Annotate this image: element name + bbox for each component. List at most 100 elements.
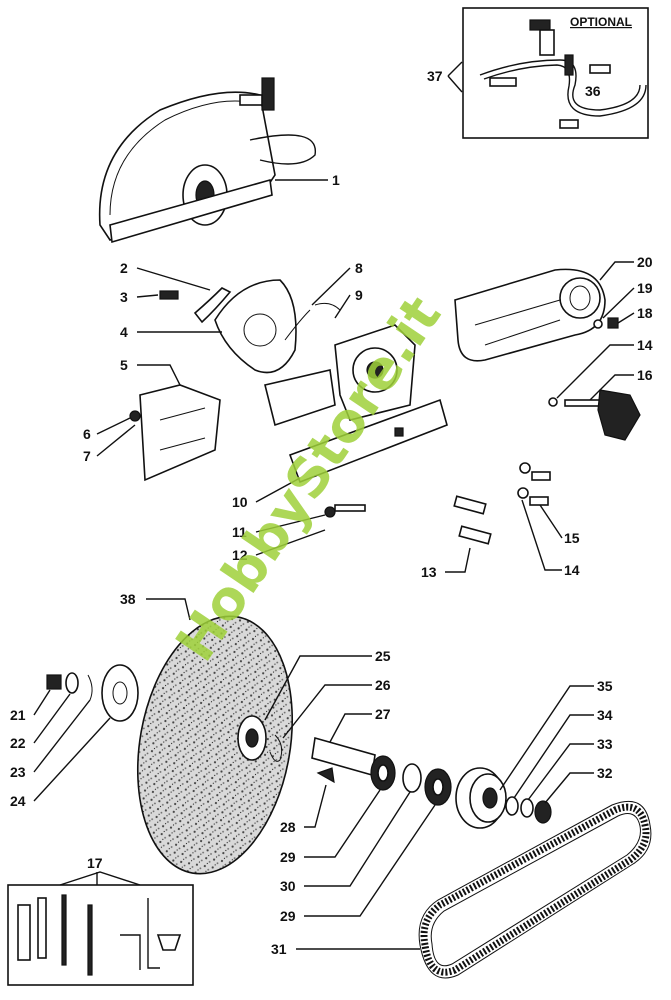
leader-24 [33, 717, 111, 802]
drive-belt [418, 800, 652, 979]
tee-connector [564, 54, 574, 76]
flange-plate [214, 279, 297, 374]
label-10: 10 [232, 494, 248, 510]
label-16: 16 [637, 367, 653, 383]
spacers-13 [453, 495, 492, 545]
label-37: 37 [427, 68, 443, 84]
label-6: 6 [83, 426, 91, 442]
leader-37a [447, 61, 463, 77]
tension-knob [548, 389, 641, 441]
washer-19 [593, 319, 603, 329]
leader-2 [136, 267, 211, 291]
label-22: 22 [10, 735, 26, 751]
label-9: 9 [355, 287, 363, 303]
watermark: HobbyStore.it [164, 285, 454, 672]
pulley-assembly [455, 767, 552, 829]
allen-key-2 [147, 898, 160, 969]
optional-box: OPTIONAL [462, 7, 649, 139]
leader-7 [96, 424, 136, 457]
label-25: 25 [375, 648, 391, 664]
leader-13 [445, 547, 471, 573]
valve-body [539, 29, 555, 56]
label-20: 20 [637, 254, 653, 270]
label-36: 36 [585, 83, 601, 99]
clamp-bracket [193, 287, 232, 324]
leader-8 [311, 267, 351, 306]
leader-26 [282, 684, 372, 739]
leader-17-bracket [59, 871, 141, 886]
leader-11 [255, 514, 326, 533]
label-14b: 14 [564, 562, 580, 578]
label-5: 5 [120, 357, 128, 373]
label-2: 2 [120, 260, 128, 276]
tool-kit-box [7, 884, 194, 986]
spanner [37, 897, 47, 959]
label-13: 13 [421, 564, 437, 580]
leader-23 [33, 699, 91, 773]
label-14a: 14 [637, 337, 653, 353]
label-15: 15 [564, 530, 580, 546]
label-28: 28 [280, 819, 296, 835]
leader-19 [602, 287, 635, 319]
bolt-12 [334, 504, 366, 512]
label-21: 21 [10, 707, 26, 723]
leader-18 [617, 312, 635, 324]
leader-10 [255, 477, 301, 503]
screw-18 [607, 317, 619, 329]
label-11: 11 [232, 524, 247, 540]
label-31: 31 [271, 941, 287, 957]
label-18: 18 [637, 305, 653, 321]
leader-3 [136, 294, 159, 298]
leader-29a [304, 789, 381, 858]
optional-label: OPTIONAL [570, 15, 632, 29]
tension-arm [288, 398, 448, 484]
leader-14a [556, 344, 634, 399]
blade-guard [98, 77, 316, 244]
label-4: 4 [120, 324, 128, 340]
water-hose [479, 59, 641, 111]
label-26: 26 [375, 677, 391, 693]
leader-16 [589, 374, 634, 401]
hose-connector [589, 64, 611, 74]
label-33: 33 [597, 736, 613, 752]
leader-30 [304, 791, 411, 887]
hose-end-fitting [489, 77, 517, 87]
leader-15 [539, 504, 563, 539]
guard-support [129, 384, 221, 482]
label-38: 38 [120, 591, 136, 607]
label-35: 35 [597, 678, 613, 694]
guard-clamp-parts [159, 279, 297, 374]
water-hose-outline [483, 64, 647, 117]
leader-25 [264, 655, 372, 721]
spindle-assembly [269, 734, 452, 806]
label-29a: 29 [280, 849, 296, 865]
label-23: 23 [10, 764, 26, 780]
label-1: 1 [332, 172, 340, 188]
label-32: 32 [597, 765, 613, 781]
leader-29b [304, 804, 436, 917]
leader-14b [521, 499, 562, 571]
label-34: 34 [597, 707, 613, 723]
cutting-disc [136, 615, 294, 875]
leader-28 [304, 784, 327, 828]
leader-9 [334, 294, 351, 319]
arbor-bolt-flange [46, 664, 139, 722]
leader-20 [599, 261, 634, 281]
socket-wrench [17, 904, 31, 961]
label-19: 19 [637, 280, 653, 296]
bolts-15 [517, 462, 551, 506]
label-12: 12 [232, 547, 248, 563]
label-27: 27 [375, 706, 391, 722]
leader-32 [544, 772, 594, 804]
label-3: 3 [120, 289, 128, 305]
screwdriver-1 [61, 894, 67, 966]
leader-37b [447, 75, 463, 93]
valve-tap [529, 19, 551, 31]
leader-22 [33, 693, 71, 744]
leader-21 [33, 689, 51, 716]
leader-27 [329, 713, 372, 743]
label-30: 30 [280, 878, 296, 894]
hose-nozzle [559, 119, 579, 129]
belt-cover [454, 268, 606, 362]
clamp-screw [159, 290, 179, 300]
